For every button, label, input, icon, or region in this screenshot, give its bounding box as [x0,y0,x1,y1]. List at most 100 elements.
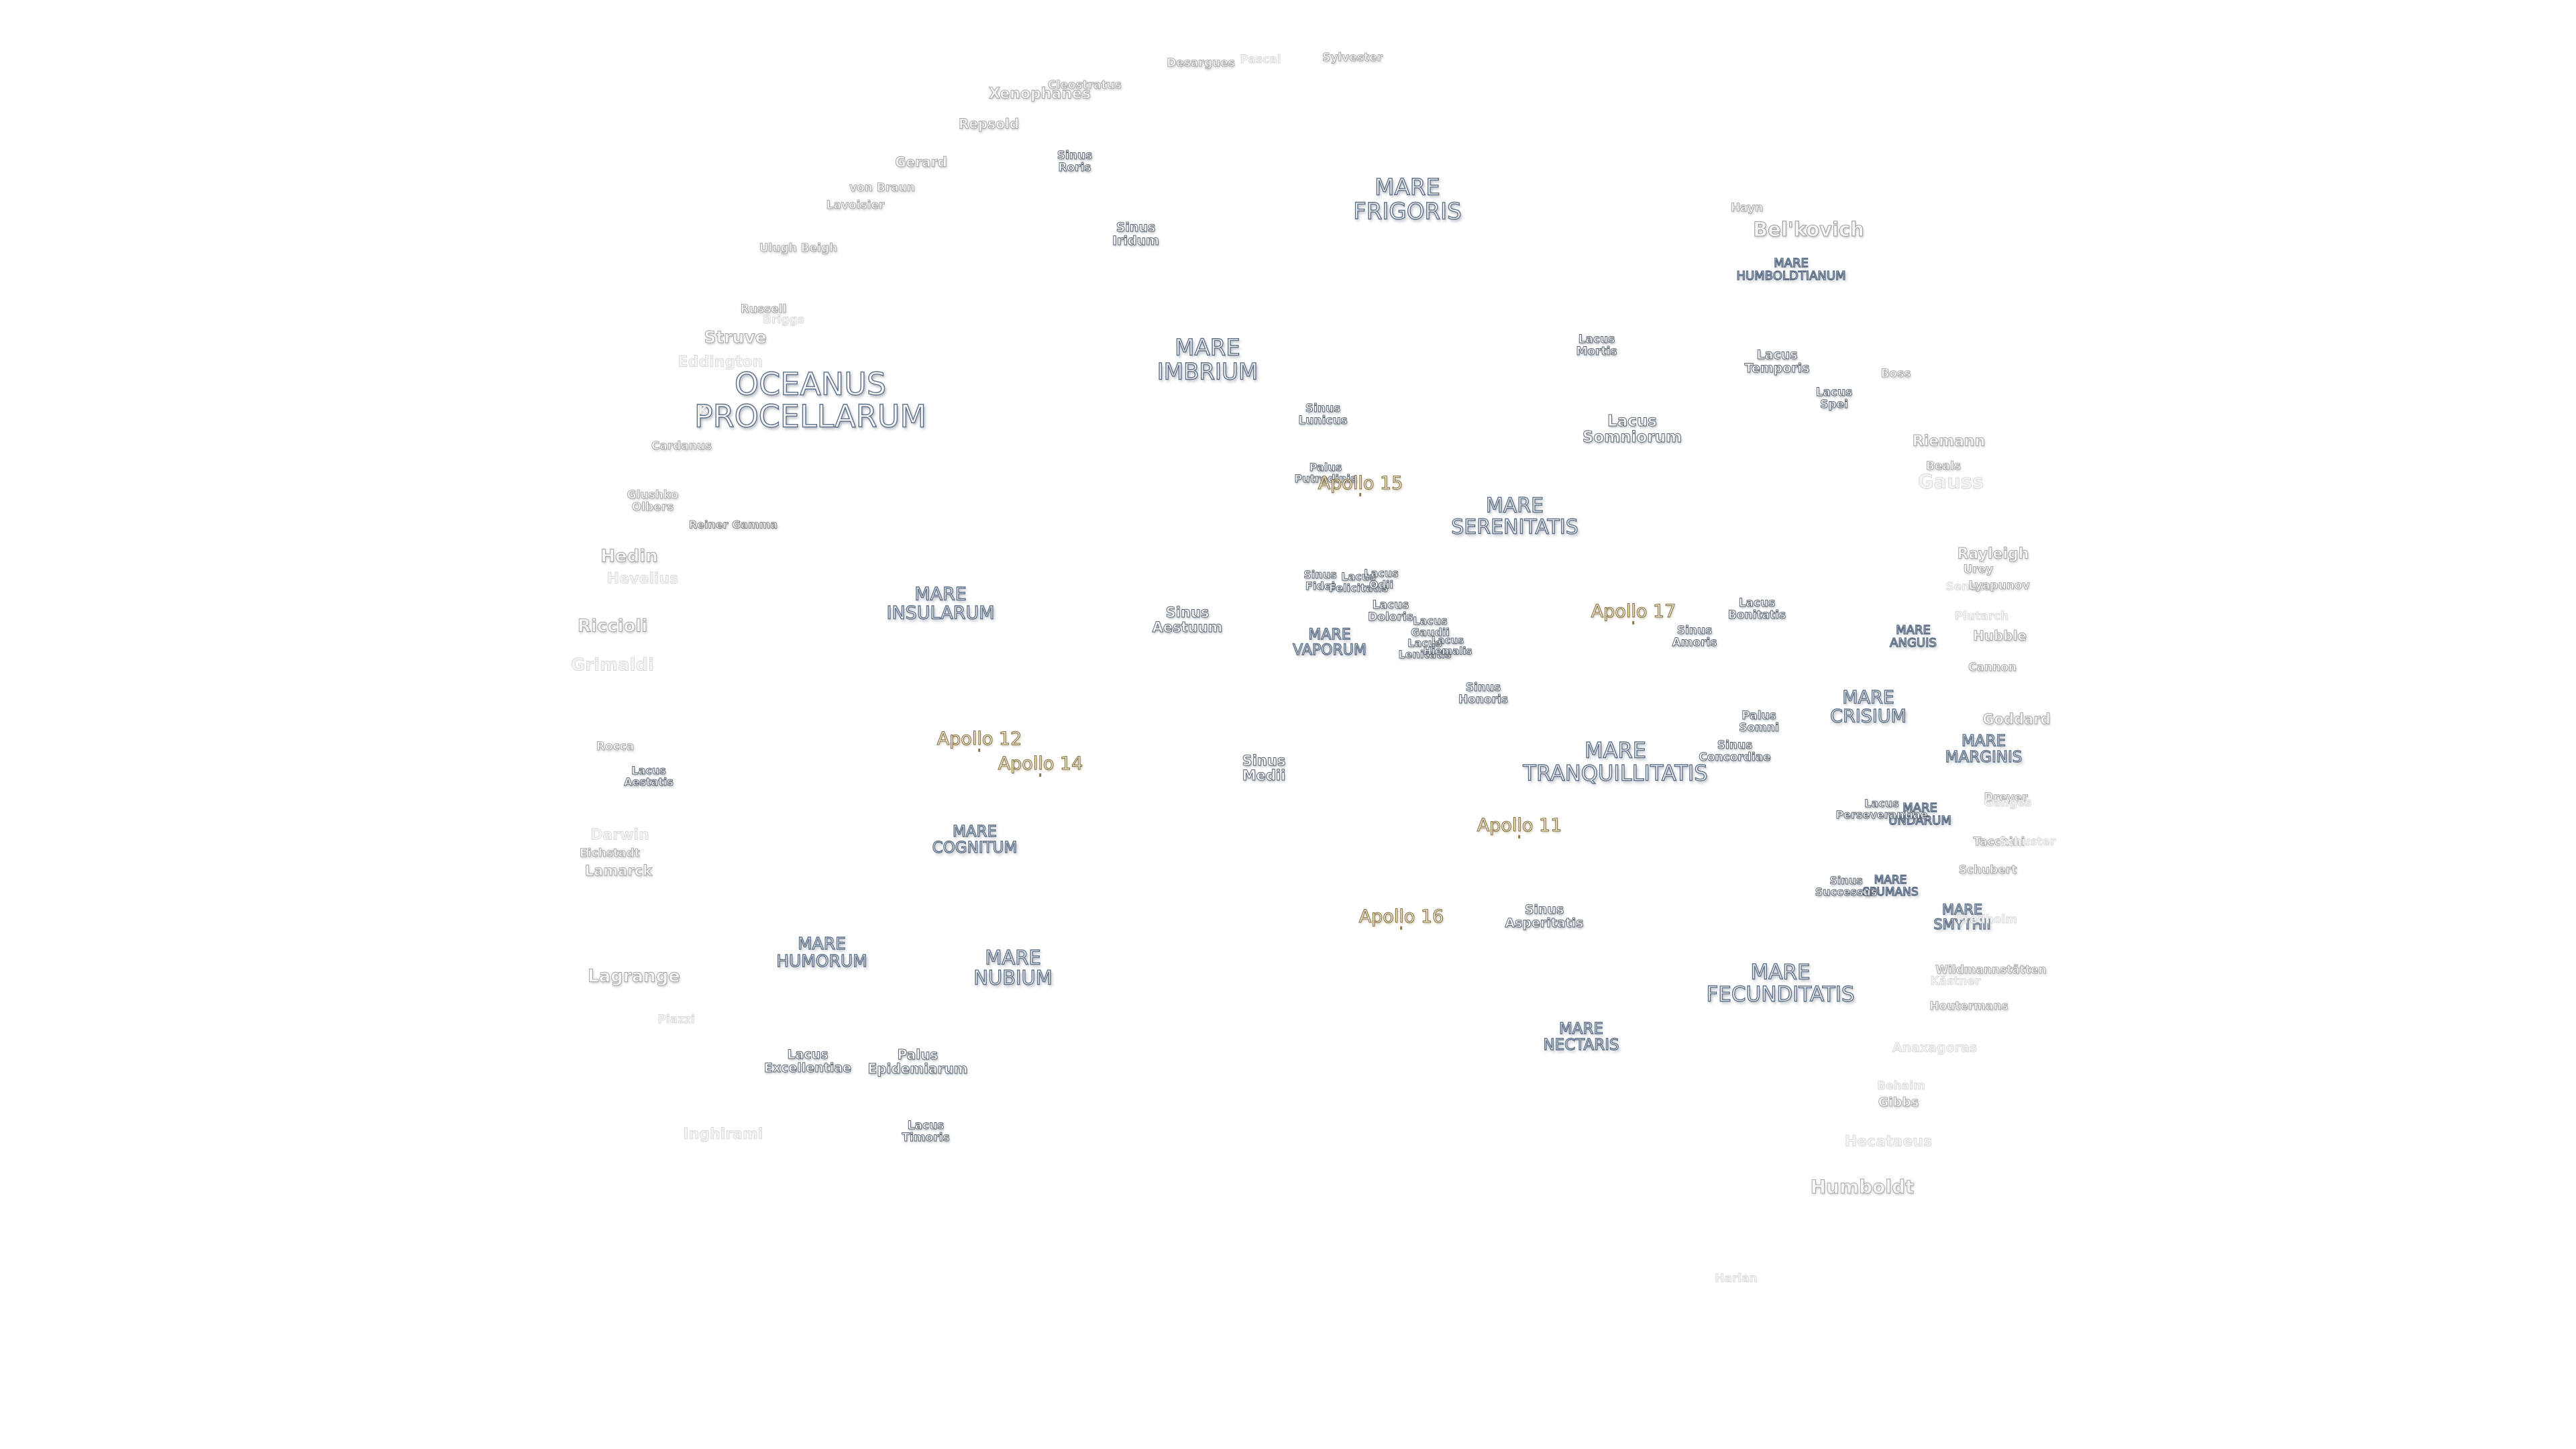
crater-label-riccioli: Riccioli [577,616,648,637]
crater-label-ganges: Ganges [1984,796,2032,810]
crater-label-hecataeus: Hecataeus [1844,1133,1933,1150]
crater-label-fredholm: Fredholm [1957,913,2018,927]
crater-label-cleostratus: Cleostratus [1048,78,1122,93]
crater-label-sylvester: Sylvester [1322,51,1383,65]
crater-label-gibbs: Gibbs [1878,1095,1919,1110]
crater-label-boss: Boss [1880,367,1911,381]
crater-label-grimaldi: Grimaldi [570,655,655,676]
crater-label-lagrange: Lagrange [588,966,681,987]
crater-label-beals: Beals [1926,460,1962,474]
crater-label-wildmannstatten: Wildmannstätten [1935,963,2047,977]
apollo-14-site-label[interactable]: Apollo 14 [998,753,1083,774]
apollo-11-site-label[interactable]: Apollo 11 [1477,814,1562,836]
crater-label-seneca: Seneca [1945,580,1992,594]
crater-label-gauss: Gauss [1917,470,1984,493]
crater-label-rocca: Rocca [596,740,635,754]
crater-label-russell: Russell [740,303,787,317]
apollo-12-site-label[interactable]: Apollo 12 [936,728,1022,749]
crater-label-von-braun: von Braun [849,181,916,195]
crater-label-struve: Struve [704,327,767,347]
apollo-16-site-label[interactable]: Apollo 16 [1358,906,1444,927]
crater-label-gerard: Gerard [895,154,947,170]
crater-label-plutarch: Plutarch [1954,610,2009,624]
crater-label-lamarck: Lamarck [584,862,653,879]
crater-label-humboldt: Humboldt [1810,1175,1915,1198]
crater-label-schuster: Schuster [1998,835,2056,849]
crater-label-cannon: Cannon [1968,661,2017,675]
crater-label-darwin: Darwin [590,826,649,844]
crater-label-houtermans: Houtermans [1929,1000,2008,1014]
crater-label-lavoisier: Lavoisier [826,199,885,213]
apollo-15-site-label[interactable]: Apollo 15 [1318,472,1403,494]
crater-label-hedin: Hedin [600,546,658,567]
crater-label-riemann: Riemann [1912,433,1986,450]
crater-label-hayn: Hayn [1730,201,1764,215]
crater-label-piazzi: Piazzi [657,1013,695,1027]
crater-label-tacchini: Tacchini [1973,835,2025,849]
crater-label-inghirami: Inghirami [683,1126,763,1143]
crater-label-hevelius: Hevelius [606,570,679,588]
crater-label-repsold: Repsold [958,115,1020,132]
crater-label-hubble: Hubble [1972,627,2027,644]
crater-label-xenophanes: Xenophanes [988,85,1091,103]
crater-label-behaim: Behaim [1877,1079,1925,1093]
crater-label-goddard: Goddard [1982,710,2051,727]
crater-label-harlan: Harlan [1715,1272,1758,1286]
crater-label-desargues: Desargues [1167,56,1235,70]
crater-label-cardanus: Cardanus [651,439,712,453]
crater-label-anaxagoras: Anaxagoras [1892,1040,1978,1056]
crater-label-belkovich: Bel'kovich [1753,217,1865,241]
crater-label-kastner: Kästner [1930,975,1981,989]
crater-label-lyapunov: Lyapunov [1968,579,2030,593]
crater-label-pascal: Pascal [1240,53,1281,67]
crater-label-urey: Urey [1963,563,1994,577]
crater-label-eddington: Eddington [678,354,763,371]
crater-label-briggs: Briggs [763,313,804,327]
apollo-17-site-label[interactable]: Apollo 17 [1591,600,1676,622]
crater-label-glushko: Glushko [627,488,679,502]
crater-label-rayleigh: Rayleigh [1957,545,2029,563]
